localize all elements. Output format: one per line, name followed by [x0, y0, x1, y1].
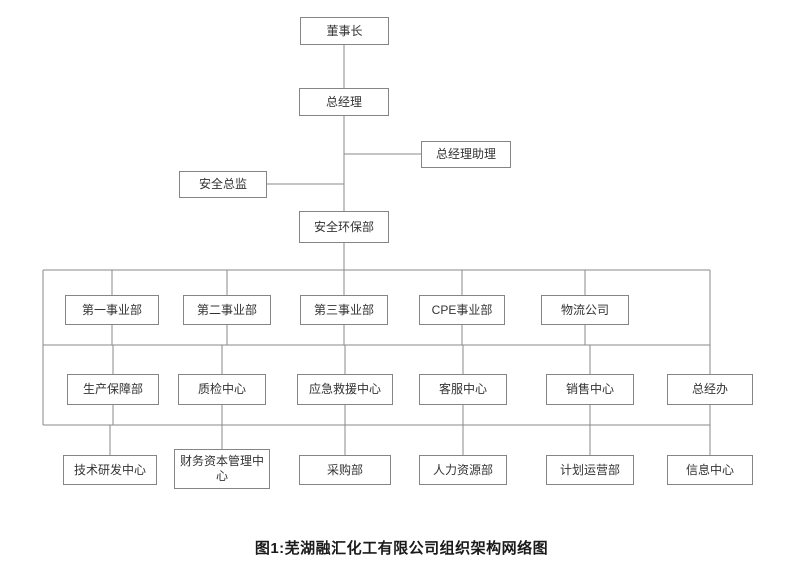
node-sales-center: 销售中心 — [546, 374, 634, 405]
node-production-support: 生产保障部 — [67, 374, 159, 405]
node-gm-assistant: 总经理助理 — [421, 141, 511, 168]
node-tech-rd-center: 技术研发中心 — [63, 455, 157, 485]
node-cpe-div: CPE事业部 — [419, 295, 505, 325]
node-quality-center: 质检中心 — [178, 374, 266, 405]
node-div2: 第二事业部 — [183, 295, 271, 325]
node-general-manager: 总经理 — [299, 88, 389, 116]
node-safety-director: 安全总监 — [179, 171, 267, 198]
node-div1: 第一事业部 — [65, 295, 159, 325]
node-finance-capital-center: 财务资本管理中心 — [174, 449, 270, 489]
node-emergency-center: 应急救援中心 — [297, 374, 393, 405]
node-planning-ops: 计划运营部 — [546, 455, 634, 485]
node-procurement: 采购部 — [299, 455, 391, 485]
node-safety-env-dept: 安全环保部 — [299, 211, 389, 243]
node-gm-office: 总经办 — [667, 374, 753, 405]
node-info-center: 信息中心 — [667, 455, 753, 485]
node-div3: 第三事业部 — [300, 295, 388, 325]
node-chairman: 董事长 — [300, 17, 389, 45]
node-customer-service: 客服中心 — [419, 374, 507, 405]
node-logistics: 物流公司 — [541, 295, 629, 325]
figure-caption: 图1:芜湖融汇化工有限公司组织架构网络图 — [254, 540, 549, 557]
node-hr-dept: 人力资源部 — [419, 455, 507, 485]
